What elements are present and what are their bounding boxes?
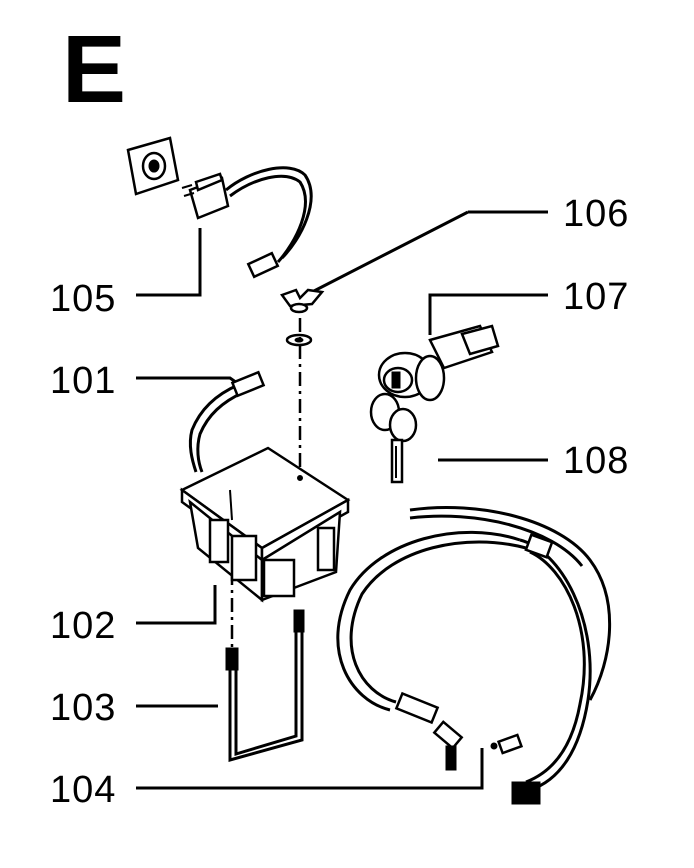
leader-101 [136, 376, 241, 387]
leader-105 [136, 228, 202, 297]
callout-102: 102 [50, 605, 117, 647]
charger-housing [179, 370, 351, 603]
wall-socket [126, 136, 180, 196]
callout-108: 108 [563, 440, 630, 482]
ignition-switch [377, 324, 500, 402]
leader-102 [136, 585, 217, 625]
wing-nut [280, 288, 325, 347]
section-letter: E [62, 16, 127, 123]
ignition-key [369, 392, 418, 484]
callout-107: 107 [563, 276, 630, 318]
callout-105: 105 [50, 278, 117, 320]
leader-107 [428, 293, 548, 335]
leader-104 [136, 748, 484, 790]
leader-106b [311, 210, 469, 294]
callout-104: 104 [50, 769, 117, 811]
callout-103: 103 [50, 687, 117, 729]
callout-106: 106 [563, 193, 630, 235]
charger-plug [181, 166, 313, 279]
sensor-probe [225, 609, 305, 762]
cable-harness [336, 506, 612, 805]
callout-101: 101 [50, 360, 117, 402]
